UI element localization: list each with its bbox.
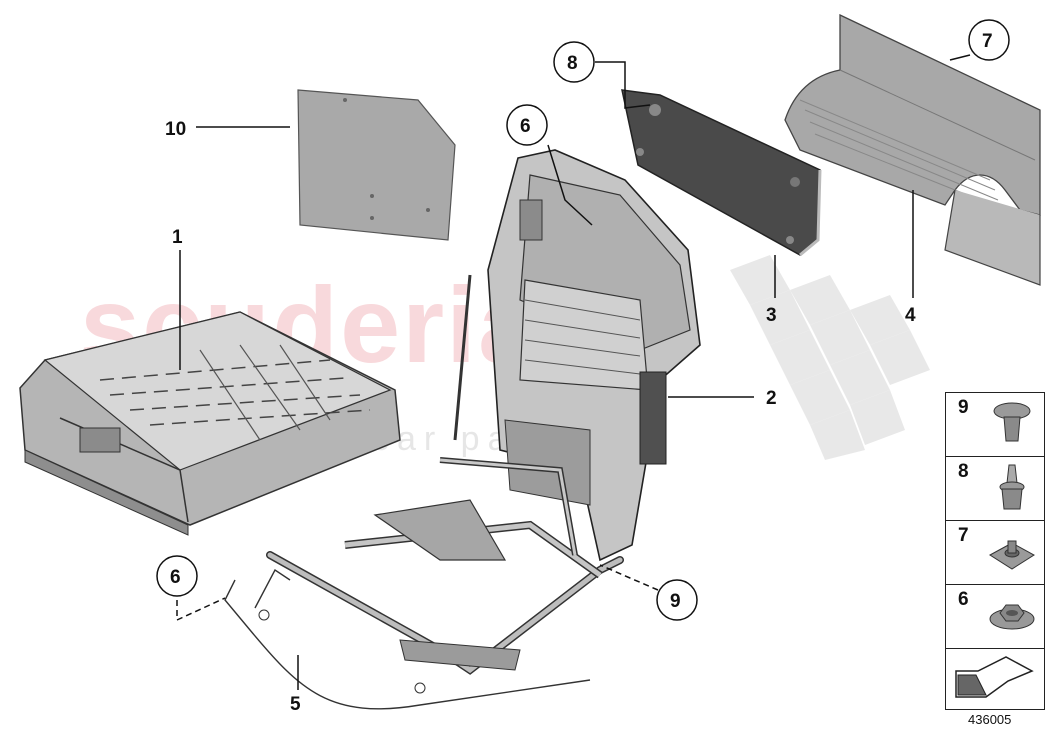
part-10-pad — [297, 89, 456, 241]
callout-4: 4 — [905, 305, 916, 326]
legend-number: 8 — [958, 461, 969, 482]
checker-pattern — [730, 255, 930, 460]
callout-2: 2 — [766, 388, 777, 409]
part-3-back-panel — [621, 89, 822, 257]
legend-number: 6 — [958, 589, 969, 610]
callouts: 10 1 2 3 4 5 8 6 7 6 9 — [156, 19, 1010, 715]
callout-10: 10 — [165, 119, 186, 140]
part-1-seat-frame — [19, 311, 401, 536]
expanding-clip-icon — [999, 464, 1025, 510]
callout-9: 9 — [670, 591, 681, 612]
push-rivet-icon — [993, 402, 1031, 442]
fastener-legend: 9 8 7 6 — [945, 392, 1045, 710]
hex-flange-nut-icon — [989, 604, 1035, 630]
callout-5: 5 — [290, 694, 301, 715]
part-4-trim-cover — [784, 13, 1041, 286]
callout-6-lower: 6 — [170, 567, 181, 588]
legend-item-6: 6 — [946, 585, 1044, 649]
callout-3: 3 — [766, 305, 777, 326]
leader-lines — [176, 54, 971, 690]
legend-item-9: 9 — [946, 393, 1044, 457]
legend-item-7: 7 — [946, 521, 1044, 585]
seat-rails — [266, 457, 624, 675]
legend-arrow-cell — [946, 649, 1044, 711]
square-clip-nut-icon — [989, 540, 1035, 570]
legend-item-8: 8 — [946, 457, 1044, 521]
direction-arrow-icon — [955, 656, 1034, 698]
legend-number: 9 — [958, 397, 969, 418]
diagram-code: 436005 — [968, 712, 1012, 727]
part-2-backrest-frame — [453, 149, 701, 562]
callout-1: 1 — [172, 227, 183, 248]
part-5-cable — [224, 568, 591, 710]
legend-number: 7 — [958, 525, 969, 546]
callout-8: 8 — [567, 53, 578, 74]
callout-6-upper: 6 — [520, 116, 531, 137]
callout-7: 7 — [982, 31, 993, 52]
